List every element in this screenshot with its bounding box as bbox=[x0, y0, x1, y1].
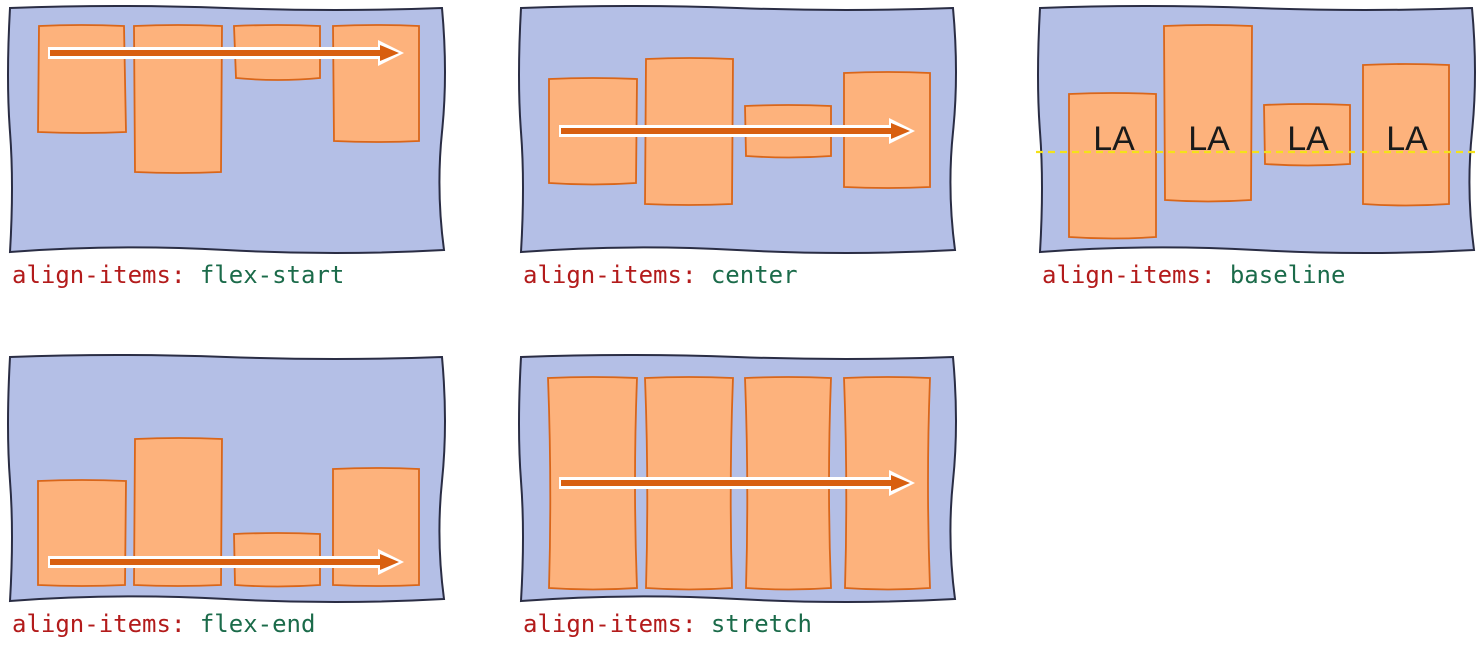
flex-item-2 bbox=[133, 24, 223, 174]
property-name: align-items: bbox=[12, 610, 186, 638]
main-axis-arrow bbox=[559, 470, 915, 496]
caption-flex-end: align-items: flex-end bbox=[12, 609, 315, 639]
flex-item-2 bbox=[133, 437, 223, 587]
property-name: align-items: bbox=[12, 261, 186, 289]
property-value: stretch bbox=[710, 610, 812, 638]
panel-stretch: align-items: stretch bbox=[517, 353, 961, 653]
flex-item-1 bbox=[1068, 92, 1157, 240]
panel-flex-end: align-items: flex-end bbox=[6, 353, 450, 653]
flex-item-4 bbox=[332, 467, 420, 587]
property-value: baseline bbox=[1229, 261, 1346, 289]
flex-item-2 bbox=[1163, 24, 1253, 203]
caption-center: align-items: center bbox=[523, 260, 798, 290]
main-axis-arrow bbox=[559, 118, 915, 144]
caption-flex-start: align-items: flex-start bbox=[12, 260, 344, 290]
flex-item-3 bbox=[1263, 103, 1351, 167]
center-diagram bbox=[518, 5, 957, 254]
property-value: flex-end bbox=[199, 610, 316, 638]
caption-stretch: align-items: stretch bbox=[523, 609, 812, 639]
property-name: align-items: bbox=[523, 261, 697, 289]
main-axis-arrow bbox=[48, 40, 404, 66]
property-name: align-items: bbox=[1042, 261, 1216, 289]
flex-item-4 bbox=[332, 24, 420, 143]
flex-item-1 bbox=[37, 24, 127, 134]
flex-item-1 bbox=[37, 479, 127, 587]
panel-baseline: LA LA LA LA align-items: baseline bbox=[1036, 4, 1477, 304]
stretch-diagram bbox=[518, 354, 957, 603]
main-axis-arrow bbox=[48, 549, 404, 575]
baseline-diagram: LA LA LA LA bbox=[1036, 5, 1477, 254]
property-value: center bbox=[710, 261, 798, 289]
panel-center: align-items: center bbox=[517, 4, 961, 304]
property-name: align-items: bbox=[523, 610, 697, 638]
flex-end-diagram bbox=[7, 354, 446, 603]
caption-baseline: align-items: baseline bbox=[1042, 260, 1345, 290]
panel-flex-start: align-items: flex-start bbox=[6, 4, 450, 304]
flex-start-diagram bbox=[7, 5, 446, 254]
flex-item-4 bbox=[1362, 63, 1450, 207]
property-value: flex-start bbox=[199, 261, 345, 289]
